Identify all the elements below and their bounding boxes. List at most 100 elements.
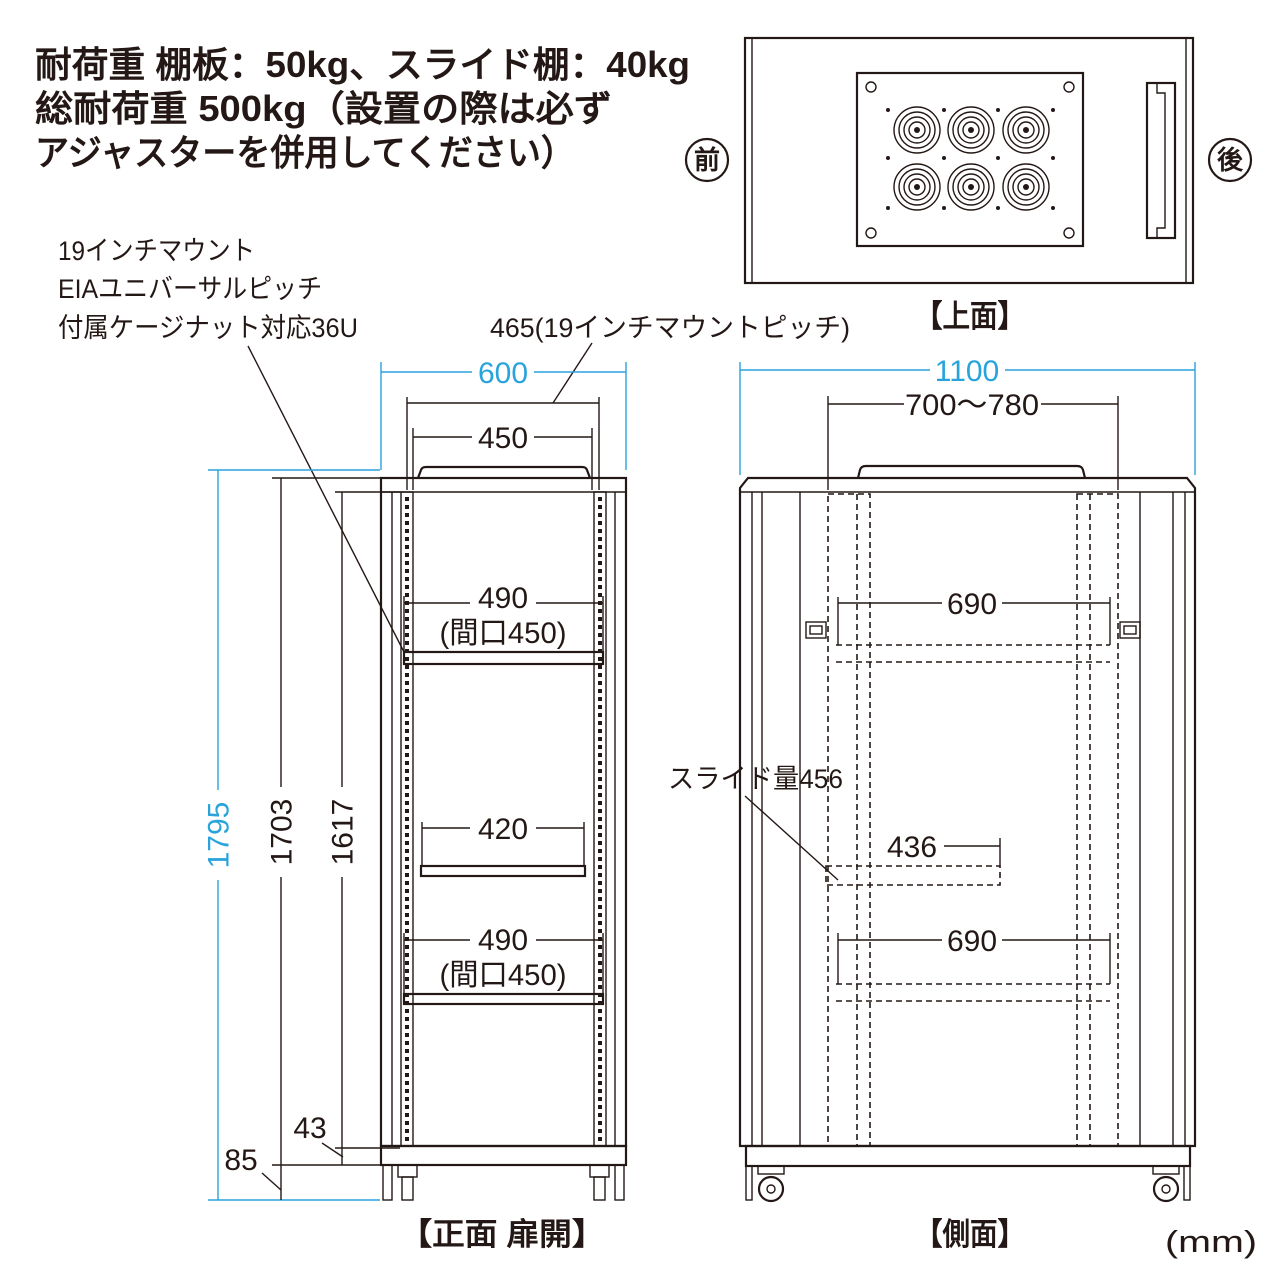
unit-label: (mm) bbox=[1165, 1224, 1257, 1259]
upper-shelf bbox=[402, 650, 605, 666]
front-hinge-inner bbox=[809, 625, 823, 635]
fan-icon bbox=[947, 163, 995, 211]
load-note-line-2: 総耐荷重 500kg（設置の際は必ず bbox=[35, 88, 612, 129]
fan-grille-ring bbox=[1012, 116, 1040, 144]
load-note-line-1: 耐荷重 棚板：50kg、スライド棚：40kg bbox=[35, 44, 690, 85]
body-height-value: 1703 bbox=[266, 799, 299, 866]
fan-grille-ring bbox=[952, 111, 990, 149]
slide-travel-leader bbox=[744, 795, 839, 881]
fan-grille-ring bbox=[1002, 163, 1050, 211]
upper-shelf-opening: (間口450) bbox=[440, 617, 567, 650]
slide-shelf-depth: 436 bbox=[887, 831, 937, 864]
fan-plate-screw-hole bbox=[865, 81, 877, 93]
fan-grille-ring bbox=[893, 163, 941, 211]
vent-dot bbox=[1051, 206, 1055, 210]
fan-grille-ring bbox=[1007, 111, 1045, 149]
fan-grille-ring bbox=[957, 116, 985, 144]
rail-offset-value: 43 bbox=[293, 1112, 326, 1145]
fan-grille-ring bbox=[908, 121, 926, 139]
front-rail-hidden bbox=[827, 493, 871, 1147]
fan-grille-ring bbox=[1012, 173, 1040, 201]
fan-grille-ring bbox=[952, 168, 990, 206]
fan-plate bbox=[855, 71, 1085, 248]
fan-group bbox=[893, 106, 1050, 211]
rail-depth-value: 700～780 bbox=[905, 389, 1039, 422]
vent-dot bbox=[996, 108, 1000, 112]
fan-grille-ring bbox=[962, 121, 980, 139]
side-cabinet-outline bbox=[738, 476, 1197, 1148]
side-front-adjuster bbox=[745, 1165, 753, 1201]
vent-dot bbox=[942, 108, 946, 112]
side-rear-adjuster bbox=[1183, 1165, 1191, 1201]
slide-travel-label: スライド量456 bbox=[668, 764, 843, 794]
side-view: 1100 700～780 690 スライド量456 436 690 【側面】 bbox=[668, 355, 1197, 1252]
fan-icon bbox=[893, 106, 941, 154]
fan-hub bbox=[914, 184, 920, 190]
rear-mark: 後 bbox=[1217, 145, 1244, 175]
left-caster-mount bbox=[397, 1164, 418, 1178]
vent-dot bbox=[1051, 108, 1055, 112]
rail-height-value: 1617 bbox=[327, 799, 360, 866]
fan-icon bbox=[947, 106, 995, 154]
inner-width-value: 450 bbox=[478, 422, 528, 455]
top-view: 前 後 【上面】 bbox=[684, 36, 1253, 334]
front-mark: 前 bbox=[694, 145, 720, 175]
rear-bracket-notch bbox=[1156, 83, 1166, 238]
fan-grille-ring bbox=[1002, 106, 1050, 154]
fan-grille-ring bbox=[1017, 178, 1035, 196]
right-adjuster bbox=[614, 1164, 625, 1201]
fan-grille-ring bbox=[903, 116, 931, 144]
base-plinth bbox=[379, 1144, 628, 1167]
slide-shelf-hidden bbox=[825, 865, 1001, 886]
side-base-plinth bbox=[744, 1144, 1192, 1168]
cabinet-outline bbox=[379, 476, 628, 1148]
right-caster bbox=[593, 1176, 606, 1201]
front-view-caption: 【正面 扉開】 bbox=[400, 1217, 605, 1252]
fan-icon bbox=[1002, 106, 1050, 154]
fan-grille-ring bbox=[947, 106, 995, 154]
vent-dot bbox=[996, 156, 1000, 160]
side-top-cover bbox=[856, 464, 1087, 479]
outer-depth-value: 1100 bbox=[935, 355, 1000, 388]
rear-rail-hidden bbox=[1076, 493, 1119, 1147]
side-front-caster-wheel bbox=[757, 1175, 785, 1203]
top-cover bbox=[416, 465, 592, 479]
lower-shelf-width: 490 bbox=[478, 924, 528, 957]
mount-pitch-label: 465(19インチマウントピッチ) bbox=[490, 313, 850, 343]
fan-hub bbox=[1023, 184, 1029, 190]
side-rear-caster-mount bbox=[1152, 1165, 1180, 1175]
fan-grille-ring bbox=[962, 178, 980, 196]
fan-plate-screw-hole bbox=[1063, 81, 1075, 93]
front-hinge bbox=[805, 621, 827, 639]
fan-grille-ring bbox=[908, 178, 926, 196]
fan-grille-ring bbox=[898, 168, 936, 206]
mount-note-line-3: 付属ケージナット対応36U bbox=[58, 313, 358, 343]
fan-grille-ring bbox=[893, 106, 941, 154]
side-view-caption: 【側面】 bbox=[915, 1217, 1025, 1252]
top-panel-outline bbox=[743, 36, 1195, 285]
vent-dot bbox=[942, 206, 946, 210]
lower-shelf bbox=[402, 992, 605, 1006]
load-note: 耐荷重 棚板：50kg、スライド棚：40kg 総耐荷重 500kg（設置の際は必… bbox=[35, 44, 690, 173]
rear-hinge-inner bbox=[1123, 625, 1137, 635]
mount-pitch-leader bbox=[552, 342, 593, 404]
vent-dot bbox=[942, 156, 946, 160]
rear-hinge bbox=[1119, 621, 1141, 639]
fan-grille-ring bbox=[1017, 121, 1035, 139]
slide-shelf bbox=[419, 864, 587, 878]
side-front-caster-hub bbox=[766, 1184, 776, 1194]
fan-icon bbox=[893, 163, 941, 211]
front-view: 19インチマウント EIAユニバーサルピッチ 付属ケージナット対応36U 465… bbox=[58, 236, 850, 1252]
left-caster bbox=[401, 1176, 414, 1201]
front-mark-circle bbox=[684, 137, 730, 183]
vent-dot bbox=[886, 108, 890, 112]
mount-note-line-1: 19インチマウント bbox=[58, 236, 255, 266]
vent-dot bbox=[886, 206, 890, 210]
side-rear-caster-wheel bbox=[1152, 1175, 1180, 1203]
vent-dot bbox=[1051, 156, 1055, 160]
caster-height-leader bbox=[261, 1172, 282, 1191]
mount-note-line-2: EIAユニバーサルピッチ bbox=[58, 274, 322, 304]
fan-plate-screw-hole bbox=[1063, 227, 1075, 239]
lower-shelf-opening: (間口450) bbox=[440, 959, 567, 992]
